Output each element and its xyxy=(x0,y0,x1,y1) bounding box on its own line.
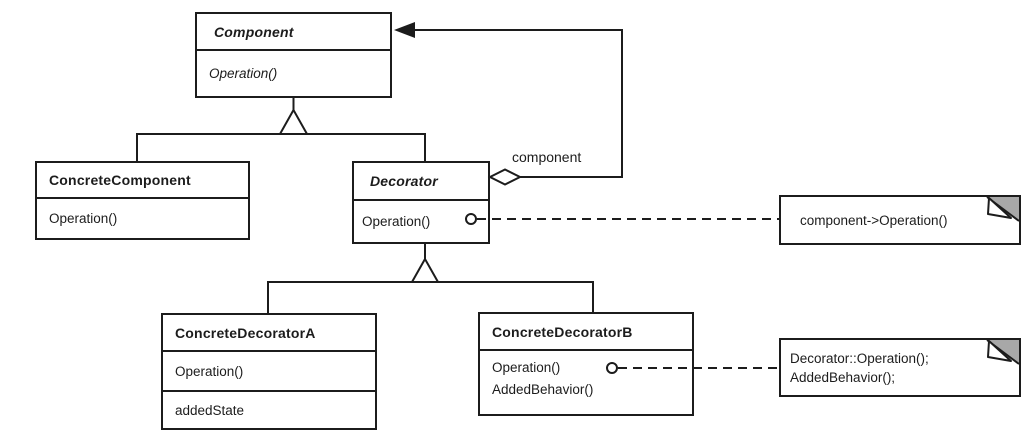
attribute-compartment: addedState xyxy=(163,390,375,428)
aggregation-role-label: component xyxy=(512,149,582,165)
aggregation-diamond-icon xyxy=(487,168,523,186)
class-name-compartment: Component xyxy=(197,14,390,49)
class-name-concrete-decorator-b: ConcreteDecoratorB xyxy=(492,323,633,340)
class-box-concrete-decorator-a: ConcreteDecoratorA Operation() addedStat… xyxy=(161,313,377,430)
note-decorator-operation: component->Operation() xyxy=(779,195,1021,245)
class-name-concrete-decorator-a: ConcreteDecoratorA xyxy=(175,324,316,341)
class-name-decorator: Decorator xyxy=(370,173,438,189)
operation-label: Operation() xyxy=(49,211,118,226)
operation-label: Operation() xyxy=(209,66,278,81)
note-text-line1: Decorator::Operation(); xyxy=(790,350,929,366)
class-name-component: Component xyxy=(214,23,294,40)
inheritance-triangle-icon xyxy=(410,256,440,283)
class-name-concrete-component: ConcreteComponent xyxy=(49,172,191,188)
operation-compartment: Operation() xyxy=(354,199,488,242)
operation-label: AddedBehavior() xyxy=(492,382,594,397)
note-dogear-icon xyxy=(986,196,1020,222)
note-dogear-icon xyxy=(986,339,1020,365)
operation-label: Operation() xyxy=(492,360,561,375)
navigability-arrowhead-icon xyxy=(394,22,415,38)
class-name-compartment: ConcreteDecoratorA xyxy=(163,315,375,350)
class-box-component: Component Operation() xyxy=(195,12,392,98)
operation-compartment: Operation() xyxy=(197,49,390,96)
class-box-concrete-decorator-b: ConcreteDecoratorB Operation() AddedBeha… xyxy=(478,312,694,416)
operation-label: Operation() xyxy=(175,363,244,379)
note-text-line2: AddedBehavior(); xyxy=(790,369,896,385)
generalization-branch-bottom xyxy=(267,281,594,313)
class-name-compartment: ConcreteDecoratorB xyxy=(480,314,692,349)
note-concrete-decorator-b: Decorator::Operation(); AddedBehavior(); xyxy=(779,338,1021,397)
operation-compartment: Operation() xyxy=(163,350,375,390)
operation-compartment: Operation() AddedBehavior() xyxy=(480,349,692,414)
note-text: component->Operation() xyxy=(800,212,948,228)
class-name-compartment: Decorator xyxy=(354,163,488,199)
class-box-decorator: Decorator Operation() xyxy=(352,161,490,244)
operation-label: Operation() xyxy=(362,214,431,229)
class-box-concrete-component: ConcreteComponent Operation() xyxy=(35,161,250,240)
attribute-label: addedState xyxy=(175,402,245,418)
operation-compartment: Operation() xyxy=(37,197,248,238)
generalization-branch-top xyxy=(136,133,426,161)
class-name-compartment: ConcreteComponent xyxy=(37,163,248,197)
inheritance-triangle-icon xyxy=(278,107,309,135)
